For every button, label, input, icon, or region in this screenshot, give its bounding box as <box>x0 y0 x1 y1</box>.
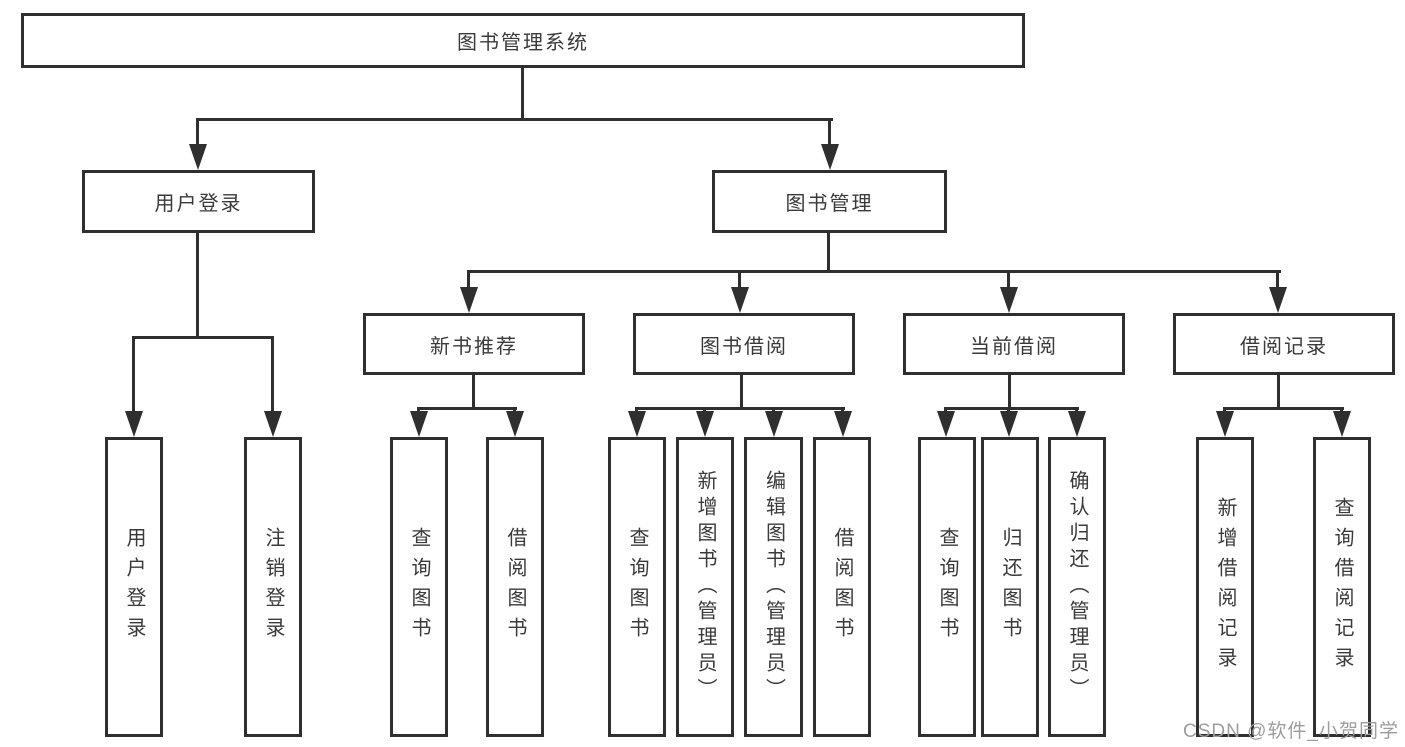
connector-stem <box>472 375 475 407</box>
leaf-label: 查询图书 <box>408 527 430 647</box>
arrowhead <box>1216 411 1234 437</box>
leaf-label: 编辑图书（管理员） <box>762 470 785 704</box>
arrowhead <box>628 411 646 437</box>
arrowhead <box>1000 287 1018 313</box>
connector-drop <box>467 270 470 289</box>
connector-drop <box>271 336 274 413</box>
connector-rail <box>467 270 1281 273</box>
node-user-login: 用户登录 <box>82 170 315 233</box>
connector-drop <box>828 118 831 146</box>
leaf-add-books-admin: 新增图书（管理员） <box>676 437 734 737</box>
arrowhead <box>1000 411 1018 437</box>
connector-stem <box>1277 375 1280 407</box>
connector-root-rail <box>196 118 833 121</box>
leaf-label: 查询图书 <box>626 527 648 647</box>
leaf-edit-books-admin: 编辑图书（管理员） <box>744 437 803 737</box>
leaf-label: 借阅图书 <box>504 527 526 647</box>
leaf-borrow-books-recommend: 借阅图书 <box>486 437 544 737</box>
leaf-label: 查询借阅记录 <box>1331 497 1353 677</box>
connector-rail <box>417 407 517 410</box>
arrowhead <box>410 411 428 437</box>
node-label: 用户登录 <box>154 193 243 215</box>
arrowhead <box>125 411 143 437</box>
node-label: 借阅记录 <box>1240 335 1328 358</box>
leaf-query-borrow-record: 查询借阅记录 <box>1313 437 1371 737</box>
arrowhead <box>696 411 714 437</box>
leaf-label: 归还图书 <box>999 527 1021 647</box>
connector-stem <box>740 375 743 407</box>
arrowhead <box>264 411 282 437</box>
arrowhead <box>765 411 783 437</box>
connector-drop <box>1276 270 1279 289</box>
leaf-query-books-borrow: 查询图书 <box>608 437 666 737</box>
leaf-label: 新增图书（管理员） <box>694 470 716 704</box>
leaf-add-borrow-record: 新增借阅记录 <box>1196 437 1254 737</box>
connector-root-stem <box>521 68 524 118</box>
leaf-user-login: 用户登录 <box>105 437 163 737</box>
leaf-return-books: 归还图书 <box>981 437 1039 737</box>
leaf-label: 用户登录 <box>123 527 145 647</box>
leaf-label: 确认归还（管理员） <box>1066 470 1088 704</box>
arrowhead <box>834 411 852 437</box>
connector-drop <box>1007 270 1010 289</box>
node-book-borrowing: 图书借阅 <box>633 313 855 375</box>
leaf-query-books-current: 查询图书 <box>918 437 976 737</box>
leaf-label: 注销登录 <box>262 527 284 647</box>
connector-drop <box>196 118 199 146</box>
node-new-book-recommendation: 新书推荐 <box>363 313 585 375</box>
connector-rail <box>944 407 1079 410</box>
leaf-confirm-return-admin: 确认归还（管理员） <box>1048 437 1106 737</box>
node-label: 图书借阅 <box>700 335 788 358</box>
leaf-query-books-recommend: 查询图书 <box>390 437 448 737</box>
connector-drop <box>738 270 741 289</box>
leaf-label: 新增借阅记录 <box>1214 497 1236 677</box>
connector-stem <box>196 233 199 336</box>
node-label: 新书推荐 <box>430 335 518 358</box>
connector-stem <box>827 233 830 270</box>
node-label: 图书管理 <box>785 193 874 215</box>
node-book-management: 图书管理 <box>712 170 947 233</box>
arrowhead <box>189 144 207 170</box>
connector-rail <box>132 336 274 339</box>
csdn-watermark: CSDN @软件_小贺同学 <box>1183 721 1399 742</box>
arrowhead <box>731 287 749 313</box>
connector-rail <box>1223 407 1344 410</box>
node-library-management-system: 图书管理系统 <box>21 13 1025 68</box>
node-borrowing-records: 借阅记录 <box>1173 313 1395 375</box>
node-label: 图书管理系统 <box>457 32 589 54</box>
connector-rail <box>635 407 845 410</box>
leaf-label: 借阅图书 <box>831 527 853 647</box>
arrowhead <box>937 411 955 437</box>
leaf-label: 查询图书 <box>936 527 958 647</box>
connector-drop <box>132 336 135 413</box>
leaf-borrow-books: 借阅图书 <box>813 437 871 737</box>
arrowhead <box>1269 287 1287 313</box>
connector-stem <box>1008 375 1011 407</box>
arrowhead <box>1333 411 1351 437</box>
arrowhead <box>821 144 839 170</box>
leaf-logout: 注销登录 <box>244 437 302 737</box>
node-label: 当前借阅 <box>970 335 1058 358</box>
node-current-borrowing: 当前借阅 <box>903 313 1125 375</box>
arrowhead <box>506 411 524 437</box>
arrowhead <box>1068 411 1086 437</box>
arrowhead <box>460 287 478 313</box>
